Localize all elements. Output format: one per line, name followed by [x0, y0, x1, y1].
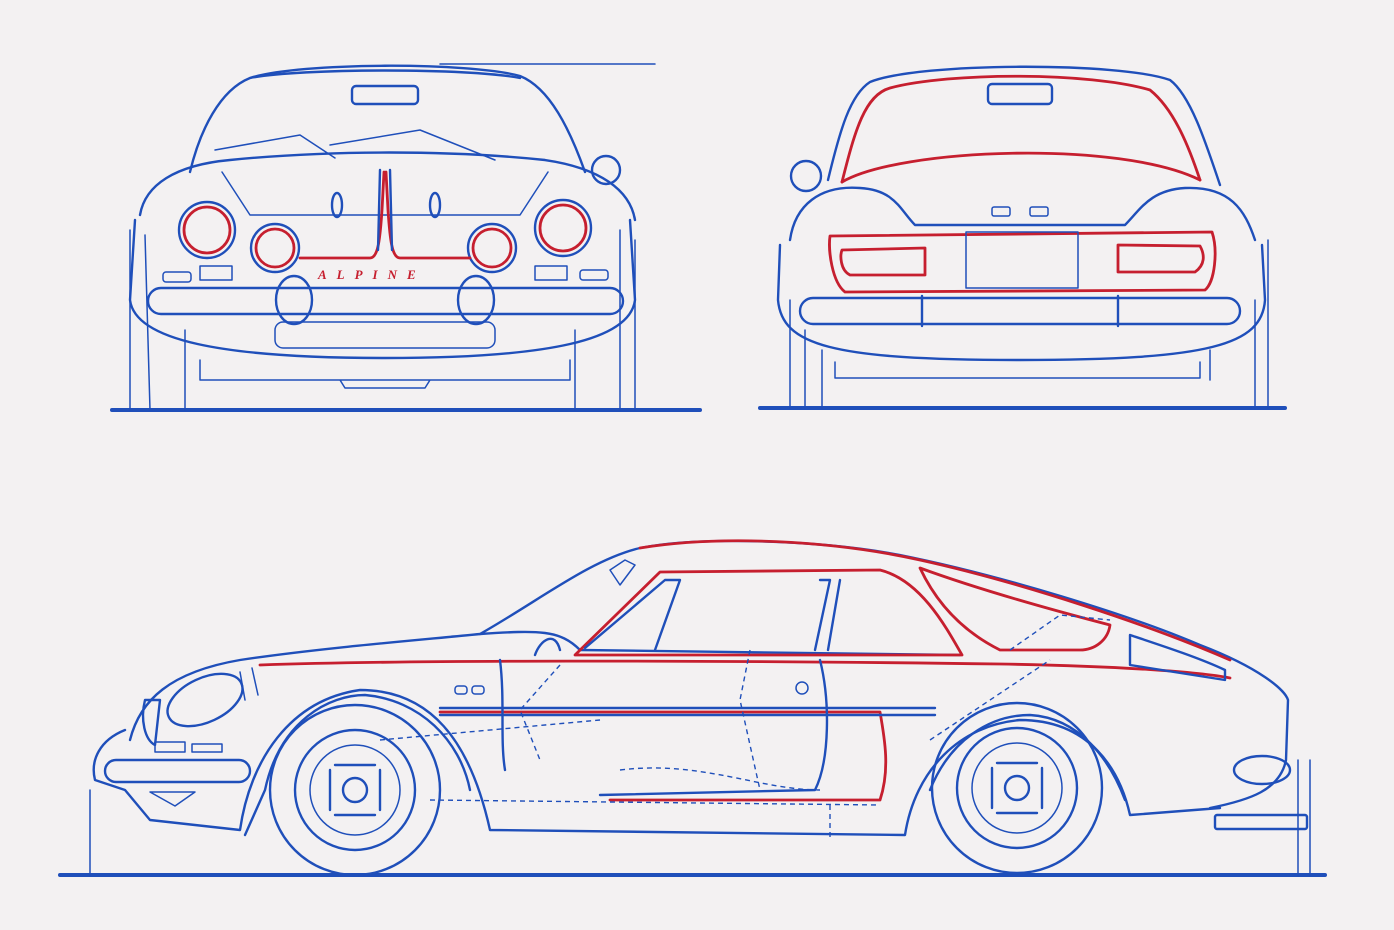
alpine-badge: ALPINE: [317, 267, 426, 282]
front-wheel: [268, 703, 442, 877]
front-view: ALPINE: [110, 63, 702, 412]
side-view: [58, 539, 1327, 877]
rear-view: [758, 65, 1287, 410]
rear-wheel: [930, 701, 1104, 875]
